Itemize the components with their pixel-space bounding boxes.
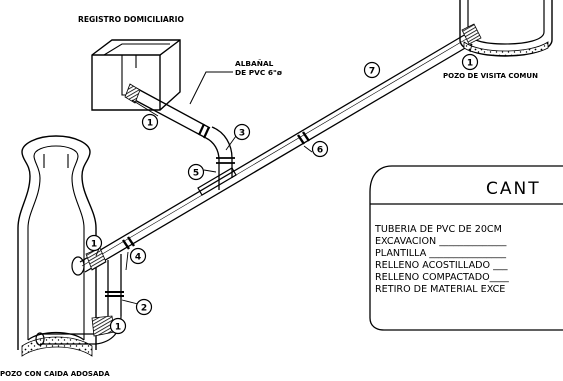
albanal-joint (197, 123, 235, 164)
callout-4: 4 (129, 247, 147, 265)
pipe-coupling-6 (297, 131, 310, 145)
table-row: RELLENO ACOSTILLADO ___ (375, 260, 508, 271)
callout-number: 3 (239, 129, 245, 139)
quantities-table: CANT TUBERIA DE PVC DE 20CM EXCAVACION _… (369, 165, 563, 331)
table-row: RELLENO COMPACTADO____ (375, 272, 509, 283)
label-albanal-line1: ALBAÑAL (235, 59, 274, 68)
callout-number: 1 (91, 240, 97, 250)
table-title: CANT (486, 179, 541, 199)
callout-1-registro: 1 (141, 113, 159, 131)
callout-number: 6 (317, 146, 323, 156)
pozo-con-caida-adosada (17, 135, 97, 357)
upper-inlet-pipe (71, 256, 85, 276)
label-albanal-line2: DE PVC 6"ø (235, 68, 282, 77)
rubber-seal-upper (85, 247, 107, 271)
registro-domiciliario-box (91, 39, 181, 111)
table-row: PLANTILLA ________________ (375, 248, 506, 259)
rubber-seal-registro (124, 83, 141, 104)
rubber-seal-pozo-visita (461, 23, 482, 45)
label-pozo-con-caida: POZO CON CAIDA ADOSADA (0, 370, 110, 378)
label-pozo-visita-comun: POZO DE VISITA COMUN (443, 72, 538, 80)
callout-6: 6 (311, 140, 329, 158)
table-row: RETIRO DE MATERIAL EXCE (375, 284, 505, 295)
main-collector-pipe (79, 33, 473, 273)
callout-number: 1 (115, 323, 121, 333)
pipe-coupling-4 (122, 236, 135, 250)
albanal-pipe (130, 87, 233, 190)
callout-number: 5 (193, 169, 199, 179)
callout-5: 5 (187, 163, 205, 181)
callout-number: 4 (135, 253, 141, 263)
callout-3: 3 (233, 123, 251, 141)
callout-2: 2 (135, 298, 153, 316)
lower-inlet-pipe (35, 332, 45, 346)
callout-number: 2 (141, 304, 147, 314)
albanal-leader-line (189, 71, 233, 105)
callout-number: 1 (147, 119, 153, 129)
callout-1-upper: 1 (85, 234, 103, 252)
connection-saddle (197, 167, 237, 196)
label-registro-domiciliario: REGISTRO DOMICILIARIO (78, 15, 184, 24)
callout-1-pozo-visita: 1 (461, 53, 479, 71)
table-row: EXCAVACION ______________ (375, 236, 507, 247)
callout-1-lower: 1 (109, 317, 127, 335)
callout-number: 7 (369, 67, 375, 77)
callout-number: 1 (467, 59, 473, 69)
callout-7: 7 (363, 61, 381, 79)
table-row: TUBERIA DE PVC DE 20CM (374, 224, 502, 235)
